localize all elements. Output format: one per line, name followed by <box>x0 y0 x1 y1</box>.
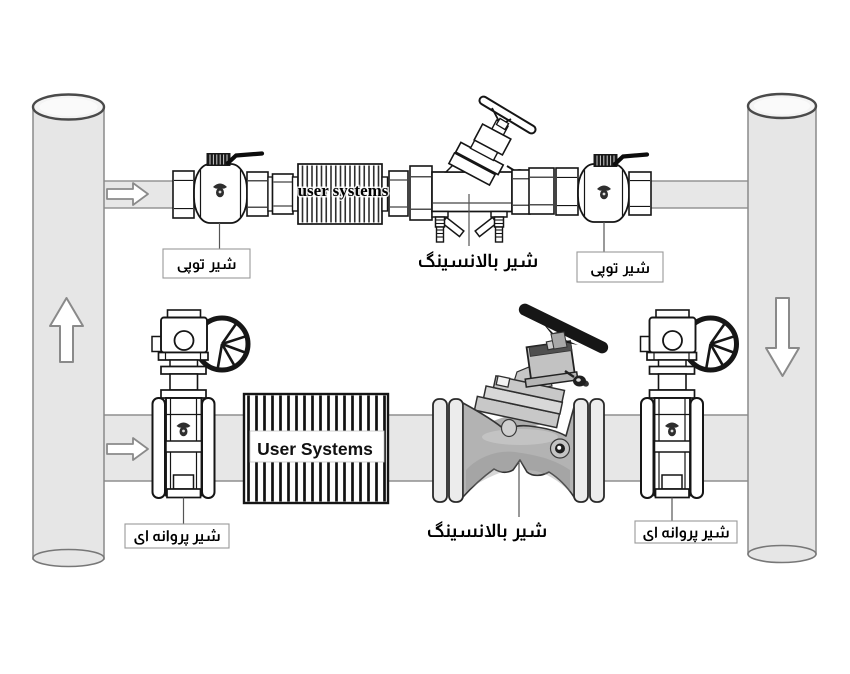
svg-text:user systems: user systems <box>298 181 389 200</box>
svg-text:user systems: user systems <box>298 181 389 200</box>
svg-text:User Systems: User Systems <box>257 439 373 459</box>
